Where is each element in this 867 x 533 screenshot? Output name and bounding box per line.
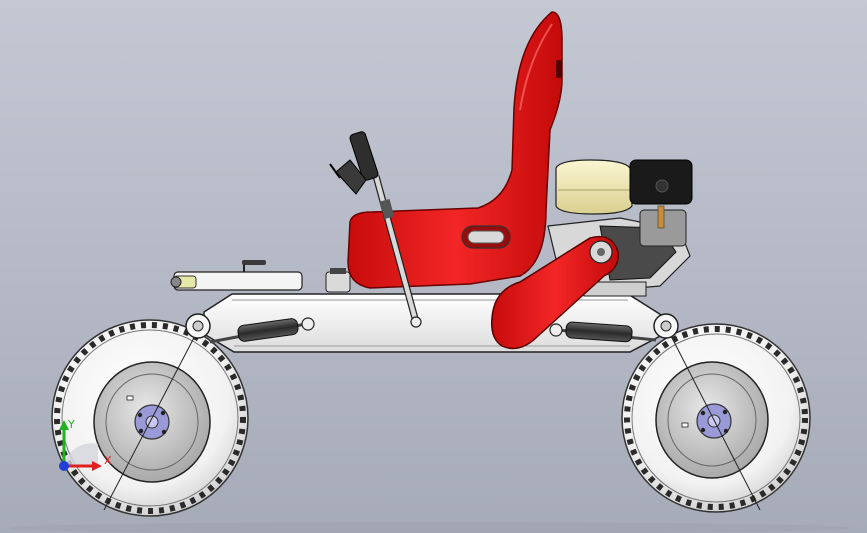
steering-lever[interactable]: [329, 131, 422, 328]
air-filter-knob: [655, 179, 669, 193]
right-section-line: [667, 329, 761, 511]
engine-fuel-tank: [555, 159, 633, 215]
drive-arm[interactable]: [490, 235, 619, 350]
right-rim-lip: [667, 373, 757, 467]
right-lug: [700, 410, 706, 416]
left-valve-stem: [126, 395, 134, 401]
left-lug: [160, 410, 166, 416]
right-shock[interactable]: [549, 321, 657, 343]
left-wheel[interactable]: [51, 319, 249, 517]
left-shock-body: [237, 318, 299, 342]
engine-fuel-line: [657, 205, 665, 229]
deck-lever-grip: [242, 260, 266, 265]
right-tire-tread: [624, 326, 808, 510]
right-wheel[interactable]: [621, 323, 811, 513]
lever-handle-grip: [349, 131, 379, 181]
right-shock-mount: [549, 323, 563, 337]
left-shock-mount: [301, 317, 315, 331]
deck-cap: [170, 276, 182, 288]
left-lug: [137, 412, 143, 418]
lever-shaft: [373, 175, 419, 323]
seat-highlight: [519, 23, 553, 111]
seat-harness-slot: [556, 60, 562, 78]
x-axis-label: X: [104, 454, 112, 467]
fuel-canister: [325, 271, 351, 293]
y-axis-label: Y: [67, 418, 75, 431]
right-pivot-bolt: [660, 320, 672, 332]
left-tire-inner-edge: [61, 329, 239, 507]
left-pivot-bolt: [192, 320, 204, 332]
left-hub-center: [145, 415, 159, 429]
drive-arm-body: [490, 235, 619, 350]
left-section-line: [103, 329, 199, 511]
right-valve-stem: [681, 422, 689, 428]
axis-triad: Y X: [59, 418, 112, 471]
left-shock[interactable]: [209, 317, 315, 344]
left-tire-tread: [54, 322, 246, 514]
x-axis-arrow-icon: [92, 461, 102, 471]
ground-shadow: [10, 522, 850, 533]
right-lug: [723, 428, 729, 434]
z-axis-dot-icon: [59, 461, 69, 471]
right-lug: [722, 409, 728, 415]
fuel-cap: [330, 268, 346, 274]
drive-arm-bolt: [597, 248, 605, 256]
right-tire-inner-edge: [631, 333, 801, 503]
lever-collar: [379, 199, 395, 219]
throttle-lever: [335, 159, 367, 195]
triad-plane: [64, 443, 98, 466]
throttle-lever-tip: [329, 163, 341, 179]
right-shock-body: [565, 321, 633, 343]
right-lug: [700, 427, 706, 433]
left-lug: [138, 428, 144, 434]
y-axis-arrow-icon: [59, 420, 69, 430]
seat[interactable]: [347, 11, 563, 289]
lever-base-bolt: [410, 316, 422, 328]
seat-shell: [347, 11, 563, 289]
seat-belt-slot-inner: [467, 230, 505, 244]
left-lug: [161, 429, 167, 435]
left-rim-lip: [105, 373, 199, 471]
